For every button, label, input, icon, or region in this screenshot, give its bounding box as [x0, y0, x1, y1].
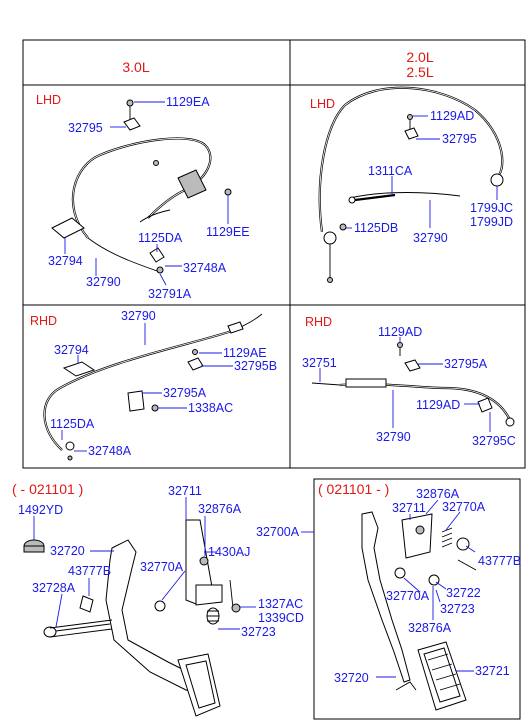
part-32794: 32794: [48, 254, 83, 268]
region-lhd-right: LHD: [310, 97, 335, 111]
part-1129ea: 1129EA: [166, 95, 210, 109]
part-1125db: 1125DB: [354, 221, 398, 235]
part-1129ad: 1129AD: [430, 109, 474, 123]
part-32700a: 32700A: [256, 525, 300, 539]
part-32795: 32795: [68, 121, 103, 135]
header-3-0l: 3.0L: [122, 59, 149, 75]
part-1125da: 1125DA: [138, 231, 183, 245]
part-32790-rhd2: 32790: [376, 430, 411, 444]
part-32723-new: 32723: [440, 602, 475, 616]
leader-lines-pedal-new: [376, 499, 476, 678]
part-1129ae: 1129AE: [223, 346, 267, 360]
part-32770a: 32770A: [140, 560, 184, 574]
range-before-021101: ( - 021101 ): [12, 481, 83, 497]
part-1327ac: 1327AC: [258, 597, 303, 611]
part-1492yd: 1492YD: [18, 503, 63, 517]
part-1799jc: 1799JC: [470, 201, 513, 215]
parts-table-grid: [22, 39, 526, 469]
part-32790: 32790: [86, 275, 121, 289]
part-32795-lhd2: 32795: [442, 132, 477, 146]
part-1125da-rhd: 1125DA: [50, 417, 95, 431]
part-32795c: 32795C: [472, 434, 516, 448]
part-1338ac: 1338AC: [188, 401, 233, 415]
part-32751: 32751: [302, 356, 337, 370]
cable-drawing-rhd-2-0l: [311, 342, 515, 427]
cable-drawing-lhd-2-0l: [318, 86, 504, 283]
header-2-0l: 2.0L: [406, 49, 433, 65]
leader-lines-lhd-2-0l: [346, 115, 498, 229]
part-32795a: 32795A: [163, 386, 207, 400]
leader-lines-lhd-3-0l: [64, 101, 229, 286]
part-32720-new: 32720: [334, 671, 369, 685]
part-1799jd: 1799JD: [470, 215, 513, 229]
pedal-drawing-new: [361, 511, 477, 711]
region-rhd-right: RHD: [305, 315, 332, 329]
part-32721: 32721: [475, 664, 510, 678]
part-32722: 32722: [446, 586, 481, 600]
part-32748a: 32748A: [183, 261, 227, 275]
part-32770a-new-bottom: 32770A: [386, 589, 430, 603]
cable-drawing-rhd-3-0l: [43, 313, 263, 461]
part-1339cd: 1339CD: [258, 611, 304, 625]
leader-lines-rhd-2-0l: [319, 337, 491, 432]
part-32728a: 32728A: [32, 581, 76, 595]
part-32790-lhd2: 32790: [413, 231, 448, 245]
cable-drawing-lhd-3-0l: [51, 99, 232, 274]
pedal-drawing-old: [23, 519, 241, 717]
part-1129ad-rhd-top: 1129AD: [378, 325, 422, 339]
part-43777b: 43777B: [68, 564, 111, 578]
range-after-021101: ( 021101 - ): [318, 481, 389, 497]
part-32794-rhd: 32794: [54, 343, 89, 357]
part-32791a: 32791A: [148, 287, 192, 301]
part-32795b: 32795B: [234, 359, 277, 373]
part-32748a-rhd: 32748A: [88, 444, 132, 458]
header-2-5l: 2.5L: [406, 64, 433, 80]
part-32711: 32711: [168, 484, 202, 498]
part-1430aj: 1430AJ: [208, 545, 250, 559]
part-32711-new: 32711: [392, 501, 426, 515]
part-32790-rhd: 32790: [121, 309, 156, 323]
part-1129ee: 1129EE: [206, 225, 250, 239]
part-32723: 32723: [241, 625, 276, 639]
region-rhd-left: RHD: [30, 314, 57, 328]
leader-lines-rhd-3-0l: [61, 323, 233, 452]
part-32795a-rhd2: 32795A: [444, 357, 488, 371]
part-32770a-new-top: 32770A: [442, 500, 486, 514]
new-pedal-frame: [313, 478, 521, 720]
part-32876a-new-bottom: 32876A: [408, 621, 452, 635]
part-32876a-new-top: 32876A: [416, 487, 460, 501]
leader-lines-pedal-old: [33, 497, 256, 630]
part-1129ad-rhd-mid: 1129AD: [416, 398, 460, 412]
part-1311ca: 1311CA: [368, 164, 413, 178]
part-32720: 32720: [50, 544, 85, 558]
part-32876a: 32876A: [198, 502, 242, 516]
part-43777b-new: 43777B: [478, 554, 521, 568]
region-lhd-left: LHD: [36, 93, 61, 107]
